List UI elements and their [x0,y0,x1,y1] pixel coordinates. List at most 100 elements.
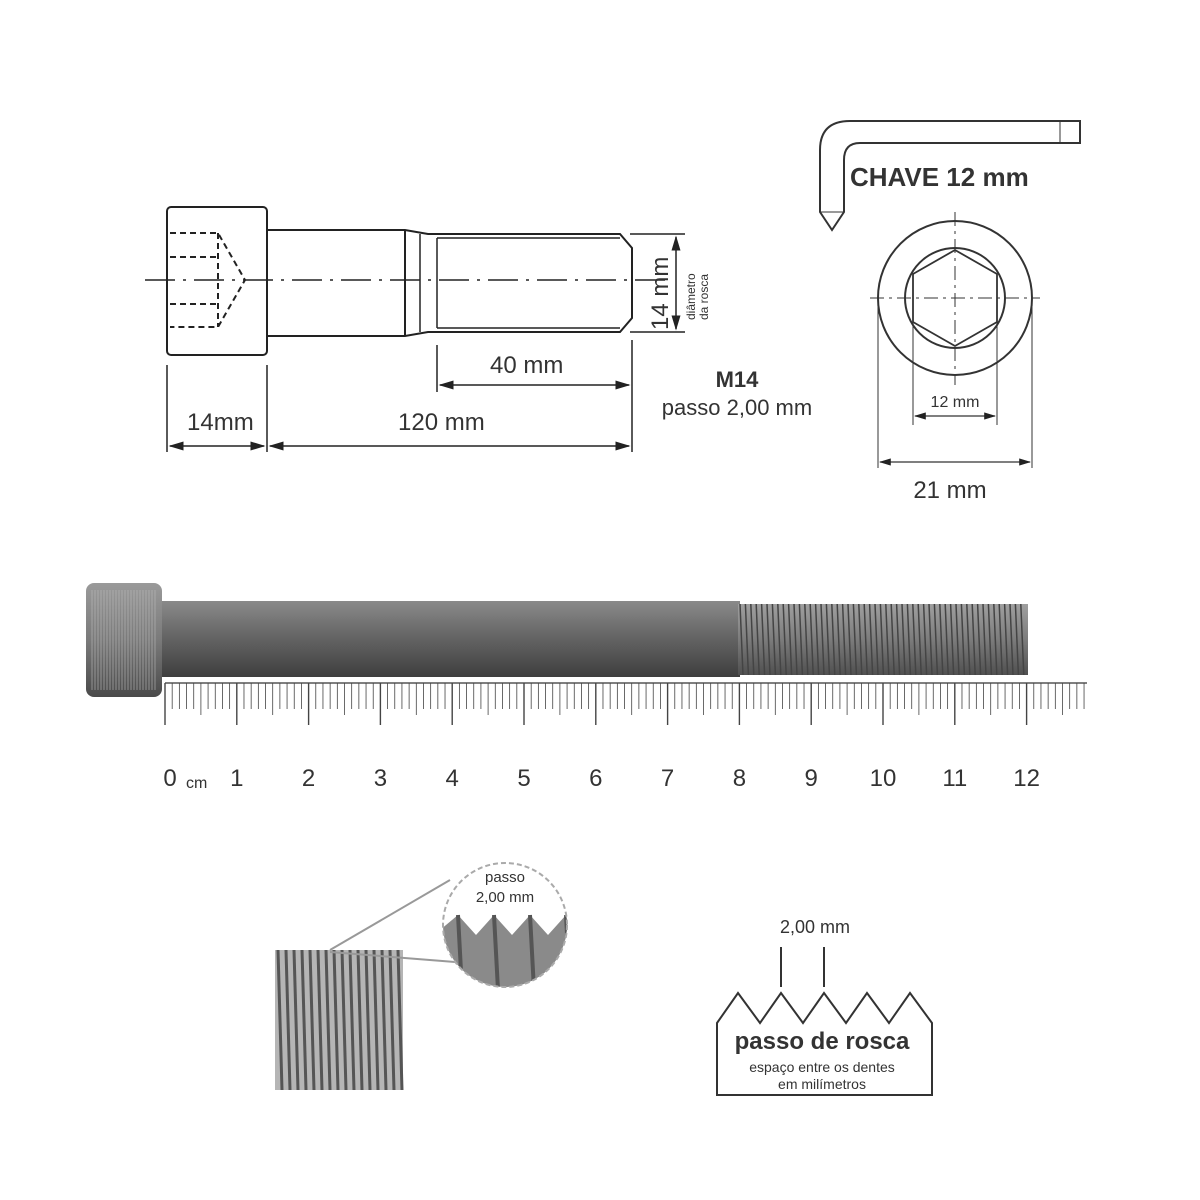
thread-line [787,603,793,676]
thread-line [276,949,284,1091]
thread-line [771,603,777,676]
thread-line [868,603,874,676]
thread-line [793,603,798,676]
thread-line [316,949,324,1091]
thread-line [1014,603,1020,676]
thread-line [820,603,825,676]
thread-line [388,949,396,1091]
pitch-explainer [716,947,933,1096]
thread-line [292,949,300,1091]
thread-line [987,603,993,676]
diameter-label: 14 mm [647,257,674,330]
thread-line [895,603,901,676]
thread-line [879,603,885,676]
thread-line [348,949,356,1091]
thread-line [960,603,966,676]
ruler-label: 6 [589,765,602,792]
explainer-measure: 2,00 mm [780,917,850,937]
thread-line [396,949,404,1091]
thread-length-label: 40 mm [490,352,563,379]
thread-line [760,603,766,676]
thread-line [858,603,863,676]
thread-line [841,603,847,676]
thread-line [993,603,998,676]
thread-line [356,949,364,1091]
thread-line [755,603,760,676]
thread-line [874,603,879,676]
thread-line [847,603,852,676]
thread-line [939,603,944,676]
explainer-subtitle-1: espaço entre os dentes [749,1059,895,1075]
thread-line [944,603,949,676]
thread-line [825,603,831,676]
thread-line [917,603,922,676]
thread-line [739,603,744,676]
thread-line [380,949,388,1091]
thread-line [300,949,308,1091]
thread-line [912,603,917,676]
spec-title: M14 [716,367,760,392]
bolt-knurled-head [86,583,162,697]
thread-line [863,603,868,676]
magnifier-circle [442,862,568,988]
thread-line [798,603,804,676]
thread-line [777,603,782,676]
thread-line [933,603,939,676]
thread-line [971,603,976,676]
thread-line [744,603,750,676]
bolt-shank-outline [267,229,633,337]
thread-line [324,949,332,1091]
thread-line [1009,603,1014,676]
ruler-label: 8 [733,765,746,792]
diameter-caption-1: diâmetro [684,273,698,320]
thread-line [1003,603,1009,676]
ruler-label: 1 [230,765,243,792]
head-diameter-label: 21 mm [913,477,986,504]
bolt-shank [162,601,740,677]
allen-key-icon [819,120,1081,232]
thread-line [814,603,820,676]
thread-line [831,603,836,676]
ruler-label: 3 [374,765,387,792]
thread-line [372,949,380,1091]
thread-line [928,603,933,676]
thread-line [885,603,890,676]
thread-line [782,603,787,676]
ruler-label: 11 [942,765,967,792]
thread-line [340,949,348,1091]
thread-line [890,603,895,676]
thread-line [1020,603,1025,676]
thread-line [982,603,987,676]
ruler-label: 10 [870,765,897,792]
thread-line [750,603,755,676]
thread-line [906,603,912,676]
key-title: CHAVE 12 mm [850,162,1029,192]
spec-pitch: passo 2,00 mm [662,395,812,420]
ruler-label: 12 [1013,765,1040,792]
bolt-head-outline [166,206,268,356]
ruler-label: 4 [446,765,459,792]
detail-pitch-label-1: passo [485,869,525,886]
detail-pitch-label-2: 2,00 mm [476,889,534,906]
thread-line [852,603,858,676]
thread-line [332,949,340,1091]
thread-line [364,949,372,1091]
thread-line [998,603,1003,676]
ruler-label: 2 [302,765,315,792]
ruler-unit: cm [186,775,207,792]
thread-line [901,603,906,676]
explainer-title: passo de rosca [735,1028,910,1055]
ruler [164,682,1087,725]
thread-line [966,603,971,676]
bolt-photo [86,583,1028,697]
ruler-label: 9 [805,765,818,792]
explainer-subtitle-2: em milímetros [778,1076,866,1092]
thread-line [809,603,814,676]
ruler-label: 5 [517,765,530,792]
thread-line [766,603,771,676]
thread-line [976,603,982,676]
thread-line [308,949,316,1091]
diameter-caption-2: da rosca [697,274,711,320]
